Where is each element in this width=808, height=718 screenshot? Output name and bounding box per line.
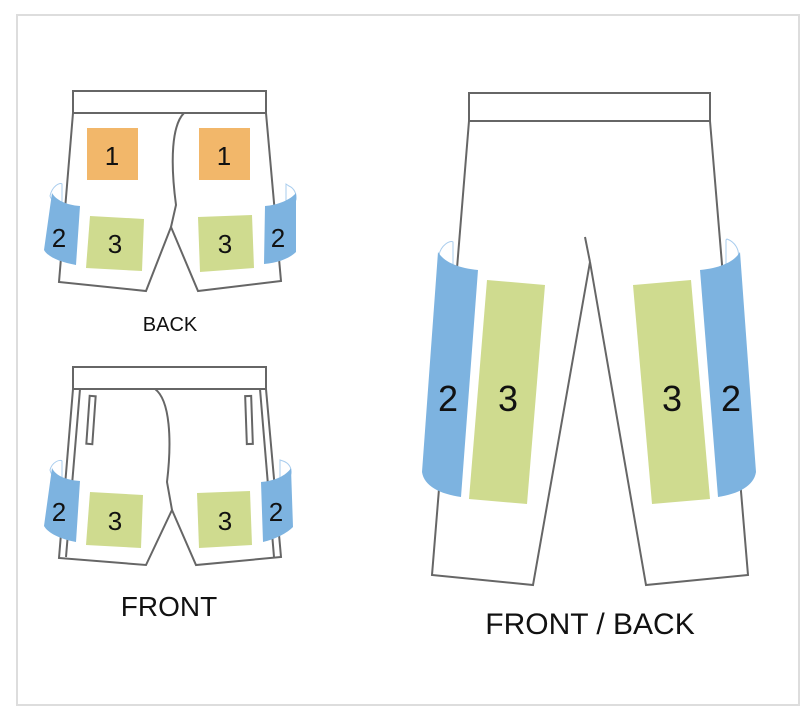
zone-2-pants-left-number: 2 bbox=[438, 378, 458, 419]
zone-1-back-right bbox=[199, 128, 250, 180]
zone-3-pants-right-number: 3 bbox=[662, 378, 682, 419]
shorts-front: 2 3 3 2 FRONT bbox=[44, 366, 293, 622]
shorts-front-center-seam bbox=[154, 388, 173, 511]
zone-3-back-right-number: 3 bbox=[218, 229, 232, 259]
zone-1-back-left-number: 1 bbox=[105, 141, 119, 171]
zone-2-back-left-number: 2 bbox=[52, 223, 66, 253]
zone-2-pants-right-number: 2 bbox=[721, 378, 741, 419]
pants-front-back: 2 3 3 2 FRONT / BACK bbox=[422, 92, 756, 641]
shorts-front-pocket-left bbox=[85, 394, 97, 446]
zone-1-back-right-number: 1 bbox=[217, 141, 231, 171]
pants-waistband bbox=[468, 92, 711, 122]
zone-2-back-right-number: 2 bbox=[271, 223, 285, 253]
pants-crotch-seam bbox=[584, 236, 591, 263]
zone-3-back-left-number: 3 bbox=[108, 229, 122, 259]
zone-1-back-left bbox=[87, 128, 138, 180]
zone-3-back-right bbox=[198, 215, 254, 272]
zone-2-front-left bbox=[44, 468, 80, 542]
shorts-back-waistband bbox=[72, 90, 267, 114]
zone-2-front-left-number: 2 bbox=[52, 497, 66, 527]
zone-3-front-right bbox=[197, 491, 252, 548]
zone-2-front-right-number: 2 bbox=[269, 497, 283, 527]
shorts-back: 1 1 2 3 3 2 BACK bbox=[44, 90, 297, 336]
zone-3-front-right-number: 3 bbox=[218, 506, 232, 536]
zone-3-pants-left bbox=[469, 280, 545, 504]
shorts-front-waistband bbox=[72, 366, 267, 390]
zone-2-front-right bbox=[261, 468, 293, 542]
zone-3-back-left bbox=[86, 216, 144, 271]
zone-2-pants-left bbox=[422, 252, 478, 497]
pants-body bbox=[430, 120, 750, 587]
shorts-front-pocket-right bbox=[244, 394, 254, 446]
zone-3-front-left-number: 3 bbox=[108, 506, 122, 536]
zone-2-back-left bbox=[44, 193, 80, 265]
zone-3-front-left bbox=[86, 492, 143, 548]
zone-3-pants-left-number: 3 bbox=[498, 378, 518, 419]
pants-label: FRONT / BACK bbox=[485, 608, 694, 641]
zone-2-pants-right bbox=[700, 252, 756, 497]
shorts-back-center-seam bbox=[170, 112, 185, 228]
zone-2-back-right bbox=[264, 193, 296, 264]
shorts-front-label: FRONT bbox=[121, 591, 217, 622]
shorts-back-label: BACK bbox=[143, 314, 198, 336]
zone-3-pants-right bbox=[633, 280, 710, 504]
